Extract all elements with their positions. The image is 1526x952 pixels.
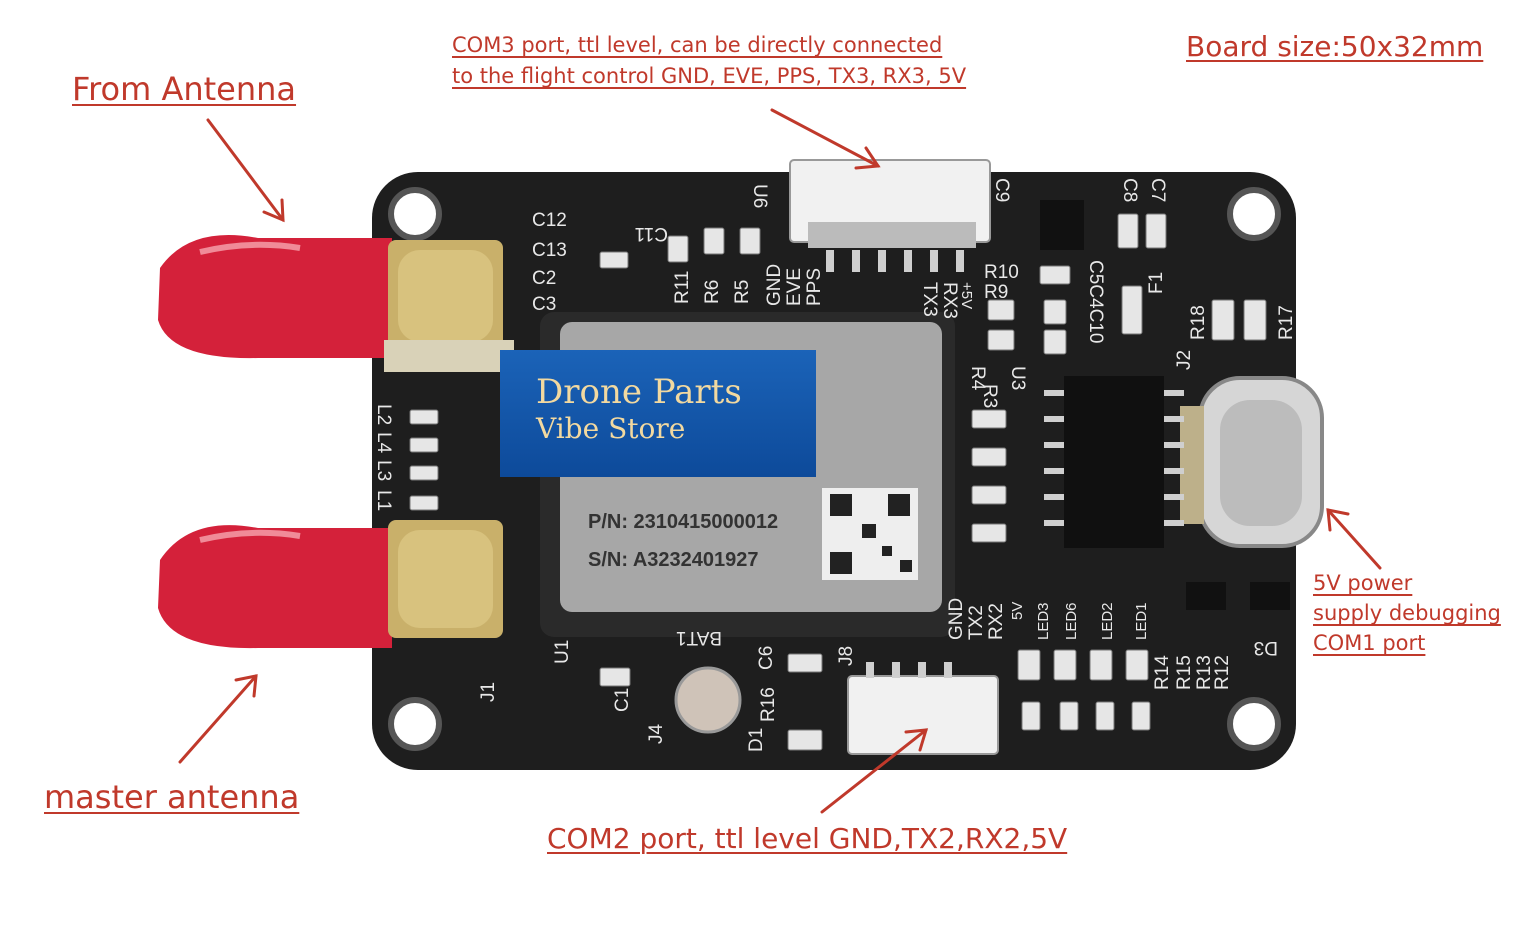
silk-r17: R17 xyxy=(1276,305,1297,340)
mount-hole-tr xyxy=(1227,187,1281,241)
silk-d1: D1 xyxy=(746,728,767,752)
silk-led2: LED2 xyxy=(1099,602,1116,640)
silk-j1: J1 xyxy=(478,682,499,702)
silk-c3: C3 xyxy=(532,294,556,315)
silk-r5: R5 xyxy=(732,280,753,304)
silk-r16: R16 xyxy=(758,687,779,722)
com2-connector xyxy=(847,662,999,755)
silk-gnd: GND xyxy=(764,264,785,306)
silk-l2: L2 xyxy=(373,404,394,425)
ic-chip xyxy=(1064,376,1164,548)
silk-eve: EVE xyxy=(784,268,805,306)
silk-r12: R12 xyxy=(1212,655,1233,690)
usb-annotation: 5V power supply debugging COM1 port xyxy=(1313,568,1501,658)
silk-r4: R4 xyxy=(967,366,988,391)
arrow-master-antenna xyxy=(178,674,258,764)
silk-r11: R11 xyxy=(672,271,693,304)
silk-j8: J8 xyxy=(836,646,857,666)
silk-rx3: RX3 xyxy=(939,282,960,319)
store-watermark: Drone Parts Vibe Store xyxy=(500,350,816,477)
silk-j4: J4 xyxy=(646,724,667,745)
arrow-usb xyxy=(1326,508,1382,570)
com3-connector xyxy=(789,159,991,272)
mount-hole-br xyxy=(1227,697,1281,751)
silk-u6: U6 xyxy=(749,184,770,208)
mount-hole-bl xyxy=(388,697,442,751)
silk-r18: R18 xyxy=(1188,305,1209,340)
silk-c6: C6 xyxy=(756,646,777,670)
silk-rx2: RX2 xyxy=(986,603,1007,640)
silk-c13: C13 xyxy=(532,240,567,261)
silk-c7: C7 xyxy=(1147,178,1168,202)
silk-j2: J2 xyxy=(1174,350,1195,370)
antenna-connector-top xyxy=(158,234,514,372)
antenna-connector-bottom xyxy=(158,520,503,649)
silk-r9: R9 xyxy=(984,282,1008,303)
watermark-line2: Vibe Store xyxy=(536,412,686,445)
arrow-from-antenna xyxy=(206,118,285,223)
from-antenna-annotation: From Antenna xyxy=(72,70,297,108)
usb-c-port xyxy=(1180,376,1324,548)
usb-annotation-line3: COM1 port xyxy=(1313,631,1426,655)
arrow-com3 xyxy=(770,108,881,170)
silk-5v-b: 5V xyxy=(1009,602,1026,620)
silk-c5c4c10: C5C4C10 xyxy=(1085,260,1106,343)
usb-annotation-line1: 5V power xyxy=(1313,571,1413,595)
silk-f1: F1 xyxy=(1146,272,1167,294)
silk-r10: R10 xyxy=(984,262,1019,283)
silk-l1: L1 xyxy=(373,490,394,511)
silk-led3: LED3 xyxy=(1035,602,1052,640)
silk-c1: C1 xyxy=(612,688,633,712)
backup-battery xyxy=(674,666,742,734)
usb-annotation-line2: supply debugging xyxy=(1313,601,1501,625)
watermark-line1: Drone Parts xyxy=(536,372,742,412)
silk-led1: LED1 xyxy=(1133,602,1150,640)
com3-annotation-line2: to the flight control GND, EVE, PPS, TX3… xyxy=(452,64,967,88)
module-sn: S/N: A3232401927 xyxy=(588,549,759,571)
com3-annotation-line1: COM3 port, ttl level, can be directly co… xyxy=(452,33,943,57)
silk-tx3: TX3 xyxy=(919,282,940,317)
com3-annotation: COM3 port, ttl level, can be directly co… xyxy=(452,30,966,92)
silk-c8: C8 xyxy=(1119,178,1140,202)
com2-annotation: COM2 port, ttl level GND,TX2,RX2,5V xyxy=(547,822,1068,855)
master-antenna-annotation: master antenna xyxy=(44,778,300,816)
silk-d3: D3 xyxy=(1254,637,1278,658)
silk-c11: C11 xyxy=(635,223,668,244)
silk-c12: C12 xyxy=(532,210,567,231)
silk-tx2: TX2 xyxy=(966,605,987,640)
board-size-annotation: Board size:50x32mm xyxy=(1186,30,1484,63)
silk-bat1: BAT1 xyxy=(676,627,722,648)
silk-u3: U3 xyxy=(1007,366,1028,390)
silk-c9: C9 xyxy=(991,178,1012,202)
silk-led6: LED6 xyxy=(1063,602,1080,640)
silk-r3: R3 xyxy=(979,384,1000,408)
module-pn: P/N: 2310415000012 xyxy=(588,511,778,533)
silk-pps: PPS xyxy=(804,268,825,306)
mount-hole-tl xyxy=(388,187,442,241)
silk-u1: U1 xyxy=(552,640,573,664)
silk-5v: +5V xyxy=(958,282,975,309)
silk-l4: L4 xyxy=(373,432,394,454)
arrow-com2 xyxy=(820,728,929,814)
silk-r13: R13 xyxy=(1194,655,1215,690)
silk-c2: C2 xyxy=(532,268,556,289)
silk-l3: L3 xyxy=(373,460,394,481)
silk-r6: R6 xyxy=(702,280,723,304)
silk-gnd2: GND xyxy=(946,598,967,640)
silk-r15: R15 xyxy=(1174,655,1195,690)
silk-r14: R14 xyxy=(1152,655,1173,690)
